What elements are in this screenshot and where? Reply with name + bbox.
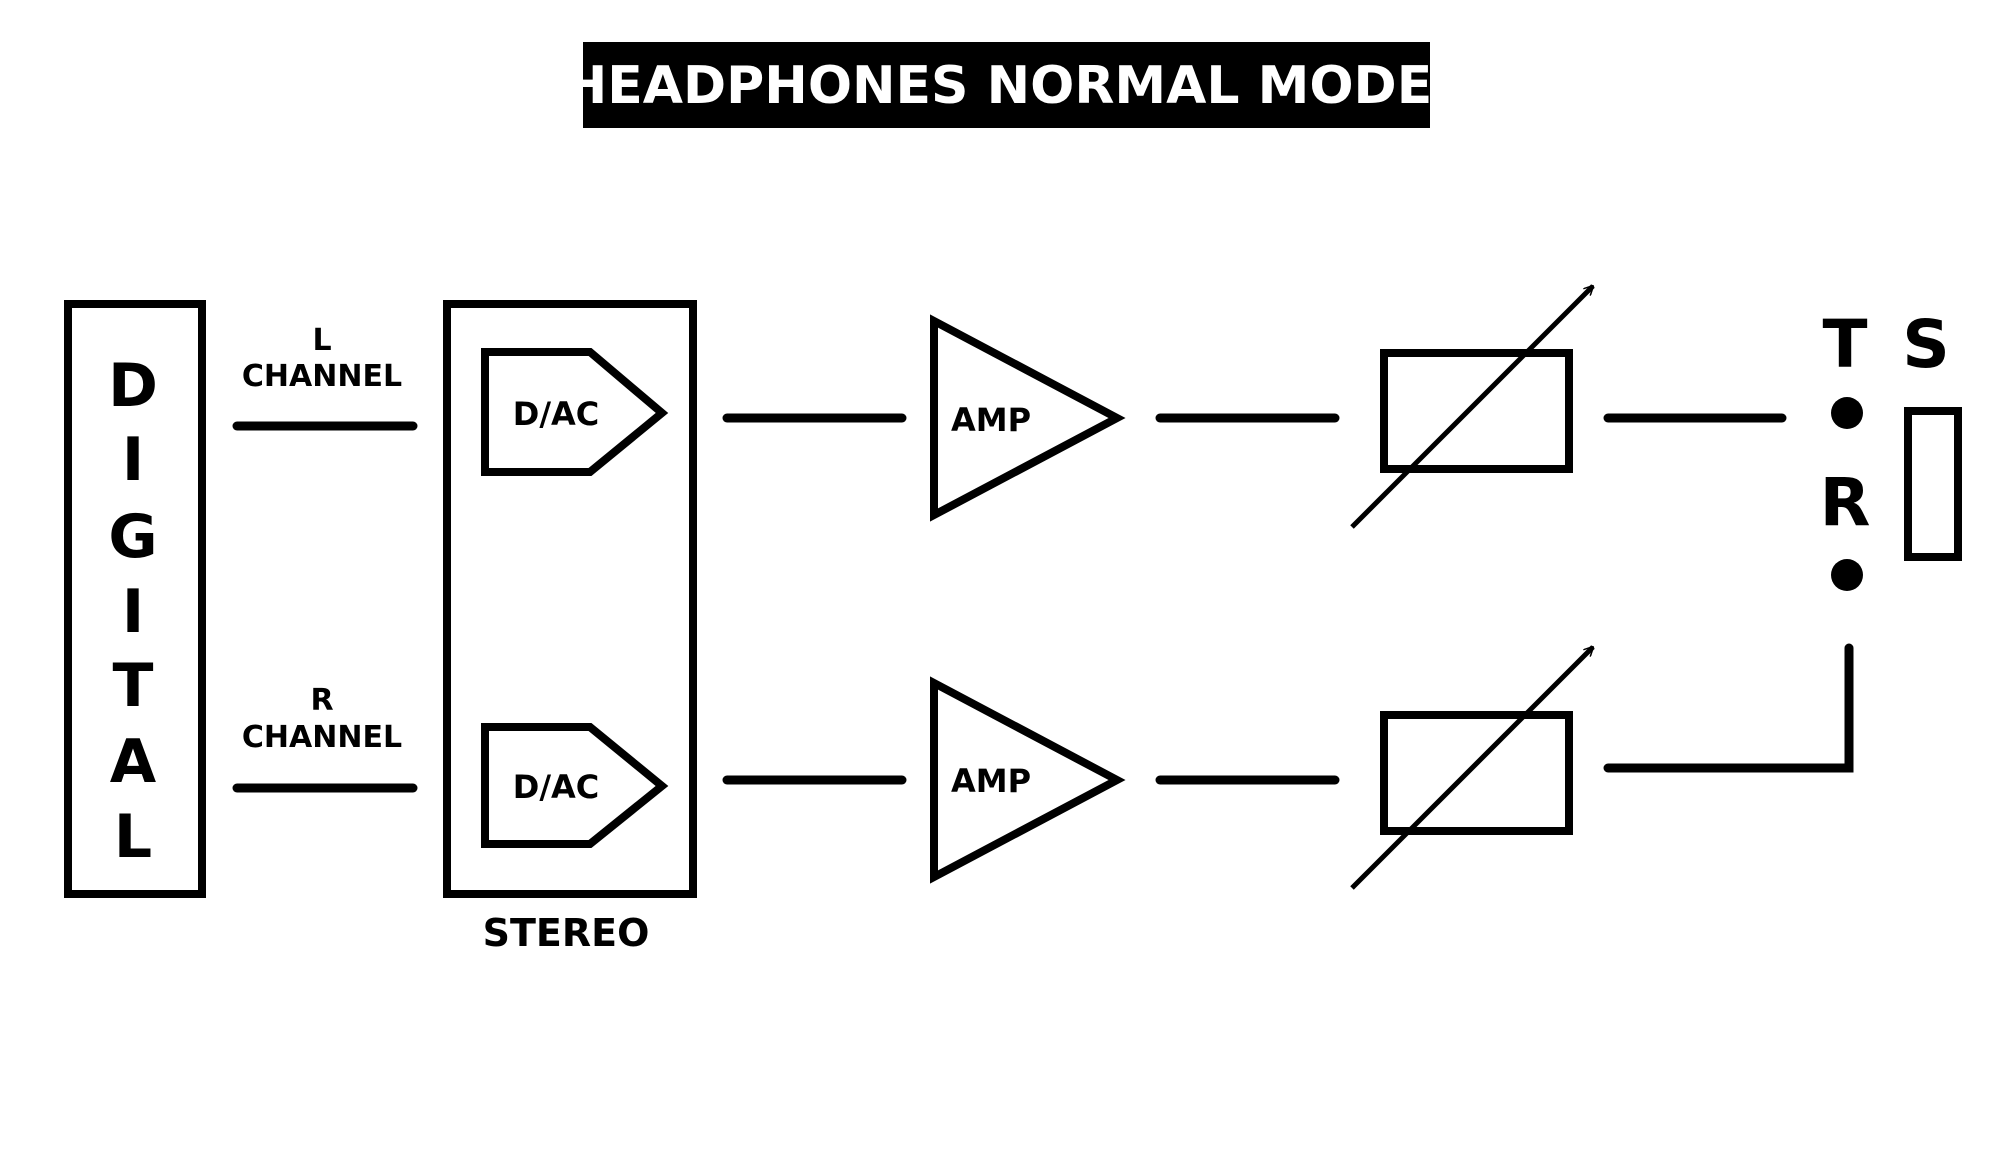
digital-letter-4: I [122,577,144,647]
digital-source-box [64,300,206,898]
left-amplifier: AMP [930,314,1126,522]
left-channel-letter: L [312,323,331,358]
digital-letter-6: A [110,727,157,797]
right-amp-triangle [930,676,1126,884]
right-pot-to-ring-wire [1603,643,1854,773]
digital-letter-3: G [108,502,157,572]
jack-tip-contact [1831,397,1863,429]
right-channel-label: R CHANNEL [242,683,402,755]
digital-source-block: D I G I T A L [64,300,206,898]
left-pot-resistor-body [1380,349,1573,473]
digital-letter-7: L [114,802,152,872]
left-channel-label: L CHANNEL [242,323,402,394]
left-amp-triangle [930,314,1126,522]
left-pot-arrow-icon [1350,286,1593,529]
right-channel-letter: R [310,683,333,718]
right-dac-symbol [481,723,669,848]
title-banner: HEADPHONES NORMAL MODE [564,42,1433,128]
right-channel-word: CHANNEL [242,720,402,755]
left-volume-potentiometer [1350,286,1593,529]
left-amp-label: AMP [951,401,1031,439]
digital-letter-1: D [108,351,158,421]
diagram-title: HEADPHONES NORMAL MODE [564,56,1433,116]
digital-letter-2: I [122,425,144,495]
trs-headphone-jack: T R S [1820,306,1962,591]
right-amp-label: AMP [951,762,1031,800]
digital-letter-5: T [113,651,154,721]
right-amplifier: AMP [930,676,1126,884]
right-volume-potentiometer [1350,647,1593,890]
jack-sleeve-label: S [1902,306,1950,383]
jack-sleeve-contact [1904,407,1962,561]
jack-ring-label: R [1820,464,1871,541]
right-pot-arrow-icon [1350,647,1593,890]
left-dac-label: D/AC [513,395,600,433]
stereo-dac-box [443,300,697,898]
right-dac-label: D/AC [513,768,600,806]
stereo-dac-block: D/AC D/AC STEREO [443,300,697,955]
title-banner-background [583,42,1430,128]
jack-ring-contact [1831,559,1863,591]
left-dac-symbol [481,348,669,476]
jack-tip-label: T [1822,306,1867,383]
left-channel-word: CHANNEL [242,359,402,394]
stereo-label: STEREO [483,911,650,955]
right-pot-resistor-body [1380,711,1573,835]
